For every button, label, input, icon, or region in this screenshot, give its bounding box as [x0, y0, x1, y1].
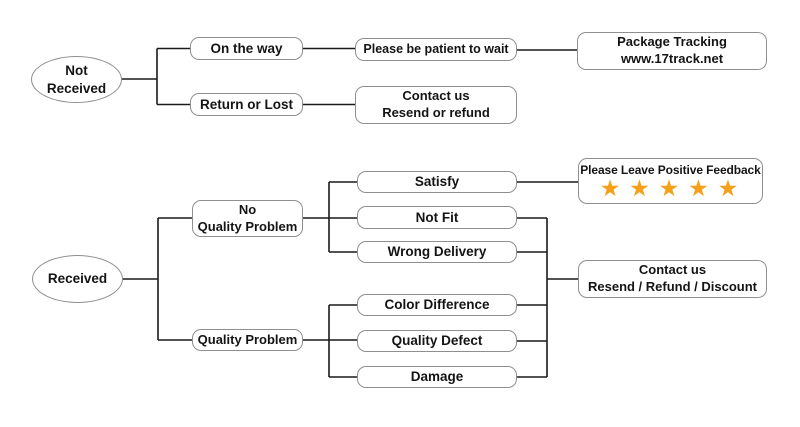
node-damage: Damage — [357, 366, 517, 388]
node-return-or-lost: Return or Lost — [190, 93, 303, 116]
node-not-received: Not Received — [31, 56, 122, 103]
node-quality-defect: Quality Defect — [357, 330, 517, 352]
node-contact-us-resend-refund: Contact us Resend or refund — [355, 86, 517, 124]
node-package-tracking: Package Tracking www.17track.net — [577, 32, 767, 70]
positive-feedback-label: Please Leave Positive Feedback — [580, 162, 761, 177]
node-not-fit: Not Fit — [357, 206, 517, 229]
star-rating-icon: ★ ★ ★ ★ ★ — [601, 178, 740, 201]
node-please-be-patient: Please be patient to wait — [355, 38, 517, 61]
node-contact-us-resend-refund-discount: Contact us Resend / Refund / Discount — [578, 260, 767, 298]
node-on-the-way: On the way — [190, 37, 303, 60]
node-color-difference: Color Difference — [357, 294, 517, 316]
node-satisfy: Satisfy — [357, 171, 517, 193]
node-positive-feedback: Please Leave Positive Feedback ★ ★ ★ ★ ★ — [578, 158, 763, 204]
node-no-quality-problem: No Quality Problem — [192, 200, 303, 237]
node-quality-problem: Quality Problem — [192, 329, 303, 351]
node-wrong-delivery: Wrong Delivery — [357, 241, 517, 263]
node-received: Received — [32, 255, 123, 303]
